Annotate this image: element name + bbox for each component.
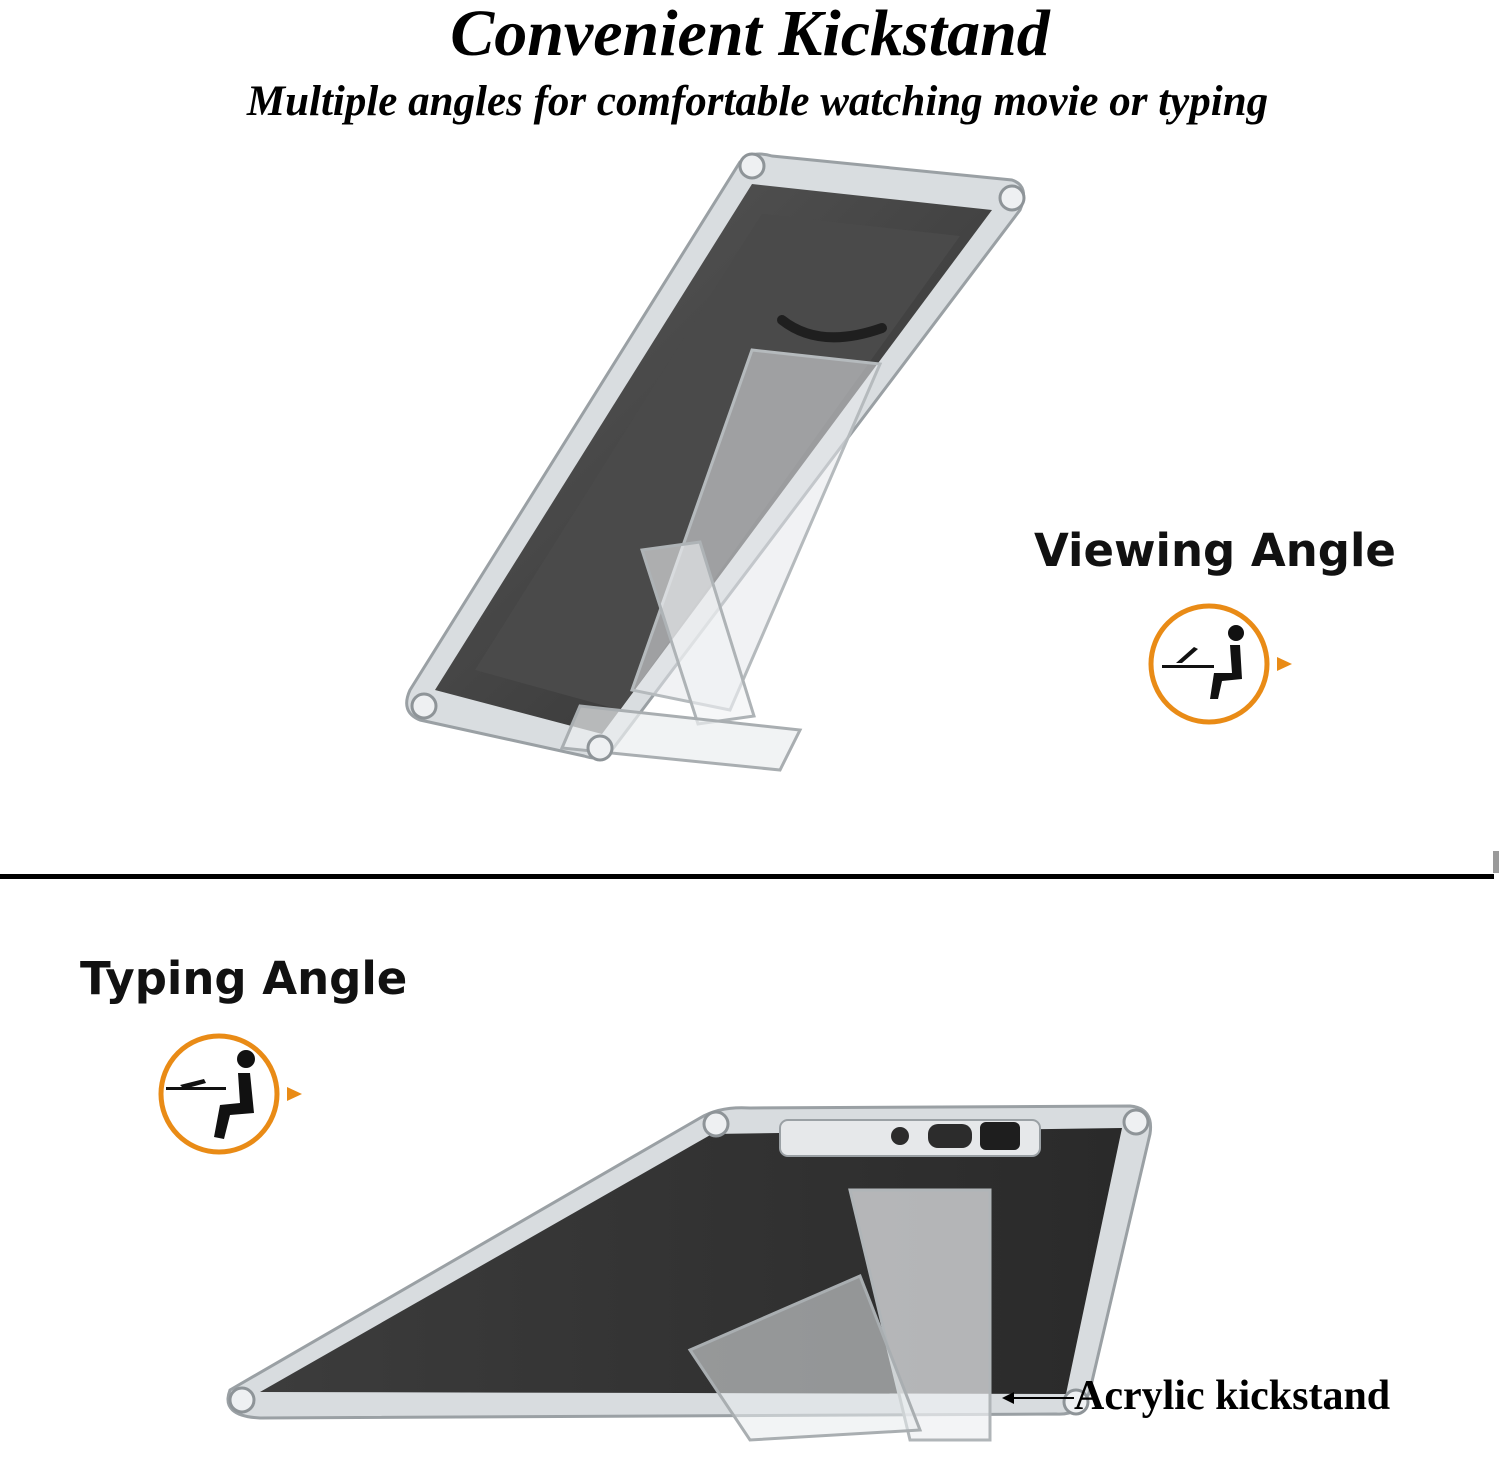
viewing-posture-icon: [1148, 603, 1292, 725]
page-title: Convenient Kickstand: [450, 0, 1050, 70]
tablet-viewing-illustration: [405, 152, 1026, 772]
typing-angle-label: Typing Angle: [80, 952, 408, 1005]
section-divider: [0, 874, 1494, 879]
viewing-angle-label: Viewing Angle: [1034, 524, 1396, 577]
kickstand-callout-arrow: [1002, 1392, 1074, 1404]
kickstand-callout-label: Acrylic kickstand: [1074, 1373, 1391, 1419]
page-subtitle: Multiple angles for comfortable watching…: [246, 78, 1269, 125]
typing-posture-icon: [158, 1033, 302, 1155]
divider-end-tick: [1493, 851, 1499, 873]
tablet-typing-illustration: [226, 1104, 1153, 1442]
